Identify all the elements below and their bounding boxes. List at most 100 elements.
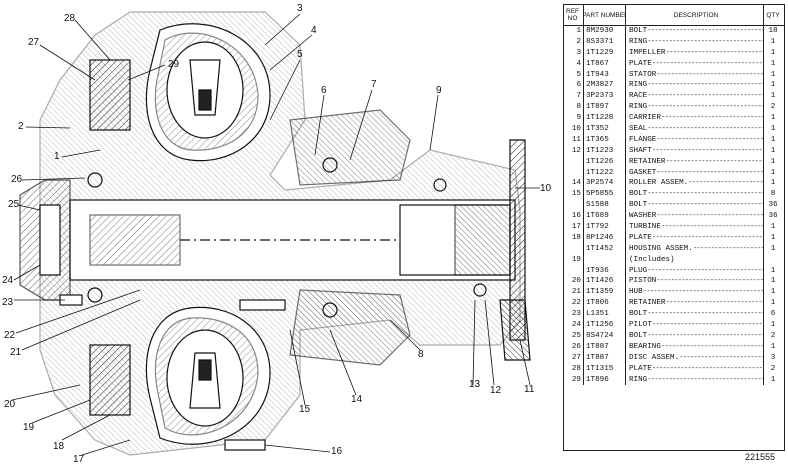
row-part-number: 8S4724 (584, 330, 626, 342)
clutch-discs-top (89, 59, 131, 131)
row-qty: 6 (770, 310, 776, 319)
row-ref-no (564, 200, 584, 212)
row-ref-no (564, 156, 584, 168)
callout-26: 26 (11, 174, 23, 185)
row-part-number: 8S3371 (584, 36, 626, 48)
callout-8: 8 (418, 349, 424, 360)
row-part-number: 1T352 (584, 124, 626, 135)
row-ref-no: 8 (564, 102, 584, 114)
row-description: WASHER (626, 211, 764, 223)
header-qty: QTY (766, 11, 780, 19)
row-ref-no: 20 (564, 276, 584, 288)
table-row: 281T1315PLATE2 (564, 363, 784, 375)
row-qty: 36 (768, 201, 778, 210)
row-description: TURBINE (626, 222, 764, 233)
row-qty: 1 (770, 321, 776, 330)
table-row: 258S4724BOLT2 (564, 330, 784, 342)
row-ref-no: 29 (564, 374, 584, 386)
table-row: 28S3371RING1 (564, 36, 784, 48)
row-qty: 1 (770, 375, 776, 384)
row-ref-no: 9 (564, 113, 584, 125)
row-qty: 1 (770, 342, 776, 351)
table-row: 101T352SEAL1 (564, 124, 784, 135)
row-ref-no: 27 (564, 352, 584, 364)
row-description: BOLT (626, 330, 764, 342)
row-qty: 1 (770, 70, 776, 79)
table-row: 201T1426PISTON1 (564, 276, 784, 288)
row-description: PILOT (626, 320, 764, 331)
row-qty: 1 (770, 92, 776, 101)
row-part-number: 1T365 (584, 134, 626, 146)
row-qty: 1 (770, 223, 776, 232)
row-part-number: 3P2373 (584, 91, 626, 103)
row-ref-no: 22 (564, 298, 584, 310)
row-part-number: 1T896 (584, 374, 626, 386)
table-row: 81T897RING2 (564, 102, 784, 114)
callout-23: 23 (2, 297, 14, 308)
table-row: 221T806RETAINER1 (564, 298, 784, 310)
row-part-number: 1T1359 (584, 287, 626, 299)
row-part-number: 1T1222 (584, 167, 626, 179)
callout-6: 6 (321, 85, 327, 96)
callout-13: 13 (469, 379, 481, 390)
row-description: HOUSING ASSEM. (626, 243, 764, 255)
row-qty: 1 (770, 288, 776, 297)
callout-21: 21 (10, 347, 22, 358)
table-row: 41T867PLATE1 (564, 58, 784, 70)
table-row: 121T1223SHAFT1 (564, 145, 784, 157)
row-description: ROLLER ASSEM. (626, 178, 764, 190)
row-qty: 1 (770, 135, 776, 144)
row-qty: 1 (770, 157, 776, 166)
row-ref-no: 19 (564, 254, 584, 266)
row-part-number: 1T887 (584, 341, 626, 353)
row-ref-no: 16 (564, 211, 584, 223)
table-row: 18M2930BOLT18 (564, 26, 784, 37)
table-row: 51T943STATOR1 (564, 69, 784, 81)
row-part-number: 5P5855 (584, 189, 626, 201)
row-ref-no: 15 (564, 189, 584, 201)
row-ref-no: 17 (564, 222, 584, 233)
row-description: BOLT (626, 309, 764, 321)
row-description: PISTON (626, 276, 764, 288)
row-ref-no: 4 (564, 58, 584, 70)
row-part-number: 1T887 (584, 352, 626, 364)
row-ref-no: 23 (564, 309, 584, 321)
row-ref-no: 7 (564, 91, 584, 103)
callout-28: 28 (64, 13, 76, 24)
callout-19: 19 (23, 422, 35, 433)
row-description: BEARING (626, 341, 764, 353)
callout-15: 15 (299, 404, 311, 415)
row-part-number: 1T689 (584, 211, 626, 223)
callout-12: 12 (490, 385, 502, 396)
row-description: BOLT (626, 200, 764, 212)
row-part-number: 1T867 (584, 58, 626, 70)
table-row: 1T936PLUG1 (564, 265, 784, 277)
callout-27: 27 (28, 37, 40, 48)
row-description: (Includes) (626, 254, 764, 266)
table-row: 1T1226RETAINER1 (564, 156, 784, 168)
row-part-number: 1T1229 (584, 47, 626, 59)
row-part-number: S1588 (584, 200, 626, 212)
callout-10: 10 (540, 183, 552, 194)
table-row: 31T1229IMPELLER1 (564, 47, 784, 59)
row-part-number: 8M2930 (584, 26, 626, 37)
row-qty: 8 (770, 190, 776, 199)
row-qty: 1 (770, 168, 776, 177)
row-qty: 1 (770, 81, 776, 90)
row-part-number: 1T936 (584, 265, 626, 277)
row-ref-no: 26 (564, 341, 584, 353)
callout-20: 20 (4, 399, 16, 410)
row-ref-no (564, 167, 584, 179)
row-part-number: 1T1426 (584, 276, 626, 288)
callout-29: 29 (168, 59, 180, 70)
clutch-discs-bottom (89, 344, 131, 416)
table-row: 19 (Includes) (564, 254, 784, 266)
header-ref-no: REF NO (564, 5, 584, 25)
row-part-number (584, 254, 626, 266)
row-qty: 36 (768, 212, 778, 221)
parts-table-body: 18M2930BOLT1828S3371RING131T1229IMPELLER… (564, 26, 784, 386)
row-description: BOLT (626, 189, 764, 201)
